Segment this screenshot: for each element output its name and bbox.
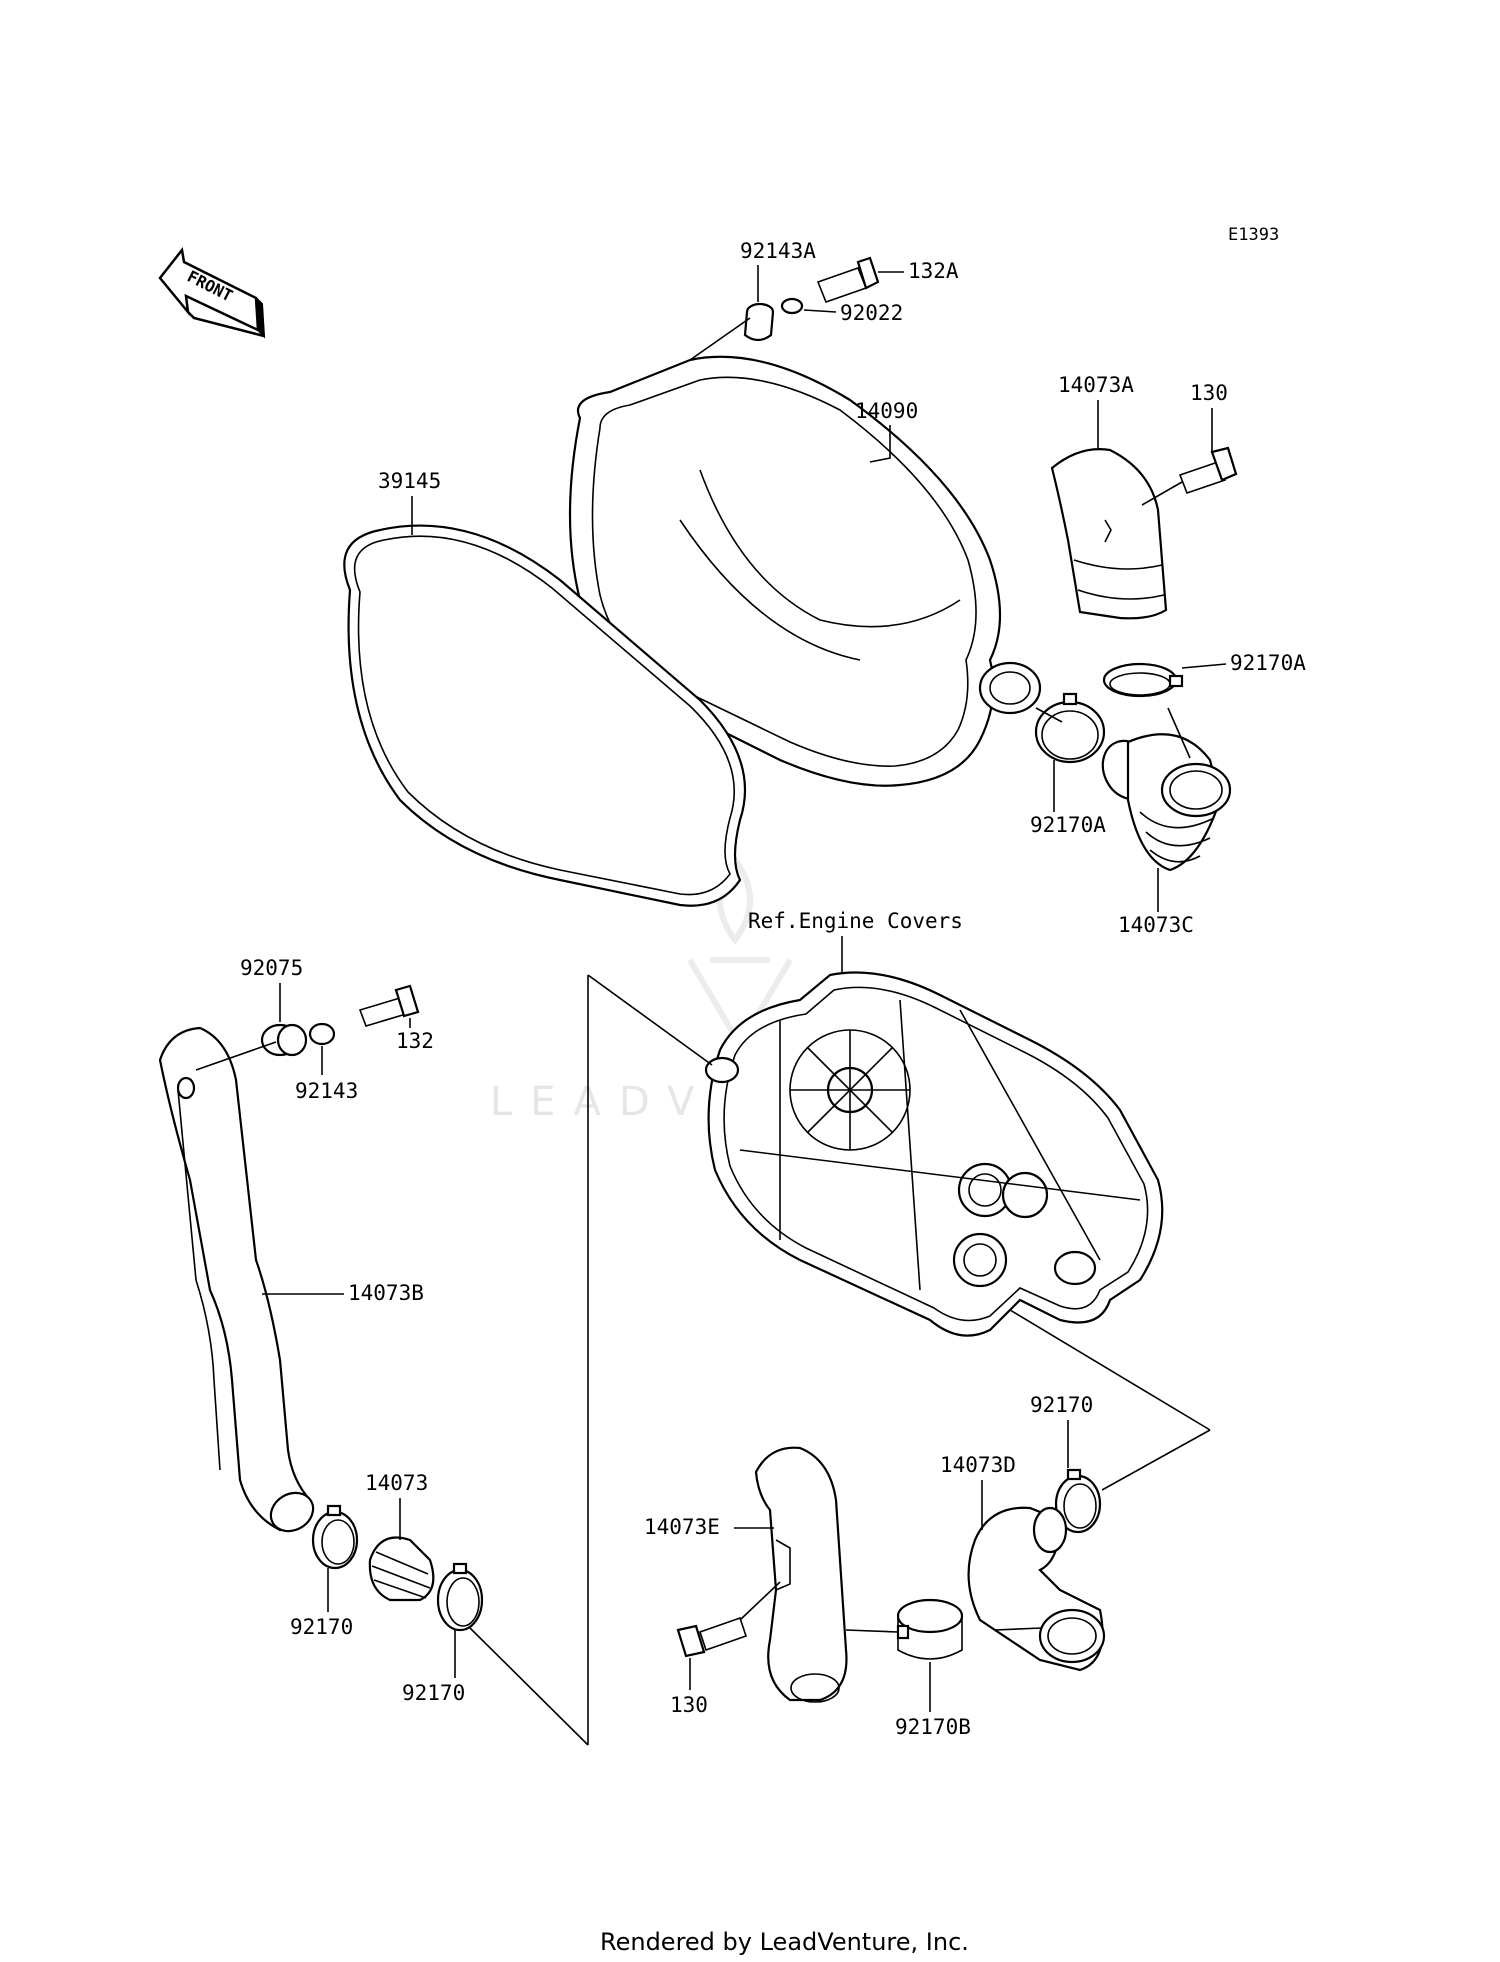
engine-cover <box>704 971 1164 1337</box>
clamp-92170A-left <box>1034 692 1106 764</box>
callout-92170B: 92170B <box>895 1715 971 1739</box>
callout-92170A-right: 92170A <box>1230 651 1306 675</box>
callout-14073C: 14073C <box>1118 913 1194 937</box>
callout-92075: 92075 <box>240 956 303 980</box>
bolt-130-top <box>1178 446 1238 495</box>
callout-92170-b: 92170 <box>402 1681 465 1705</box>
callout-132A: 132A <box>908 259 959 283</box>
diagram-code: E1393 <box>1228 225 1279 245</box>
callout-14090: 14090 <box>855 399 918 423</box>
clamp-92170-a <box>311 1504 359 1570</box>
callout-130-top: 130 <box>1190 381 1228 405</box>
callout-92022: 92022 <box>840 301 903 325</box>
duct-14073E <box>754 1446 848 1703</box>
washer-92143 <box>308 1022 336 1046</box>
callout-132: 132 <box>396 1029 434 1053</box>
callout-14073: 14073 <box>365 1471 428 1495</box>
coupler-14073 <box>368 1536 435 1602</box>
clamp-92170-c <box>1054 1468 1102 1534</box>
callout-14073D: 14073D <box>940 1453 1016 1477</box>
bolt-132A <box>816 256 880 304</box>
front-arrow-icon: FRONT <box>158 247 266 339</box>
reference-note: Ref.Engine Covers <box>748 909 963 933</box>
collar-92143A <box>743 302 775 342</box>
boot-14073C <box>1101 733 1232 872</box>
bolt-130-bottom <box>676 1616 748 1658</box>
clamp-92170-b <box>436 1562 484 1632</box>
callout-92170A-left: 92170A <box>1030 813 1106 837</box>
callout-14073E: 14073E <box>644 1515 720 1539</box>
duct-14073B <box>158 1026 315 1533</box>
clamp-92170A-right <box>1102 662 1184 698</box>
callout-39145: 39145 <box>378 469 441 493</box>
callout-92170-c: 92170 <box>1030 1393 1093 1417</box>
gasket-39145 <box>343 524 747 907</box>
bolt-132 <box>358 984 420 1027</box>
footer-credit: Rendered by LeadVenture, Inc. <box>600 1928 969 1956</box>
clamp-92170B <box>896 1598 964 1660</box>
callout-130-bottom: 130 <box>670 1693 708 1717</box>
grommet-92075 <box>260 1023 308 1057</box>
callout-92143: 92143 <box>295 1079 358 1103</box>
callout-14073A: 14073A <box>1058 373 1134 397</box>
callout-92143A: 92143A <box>740 239 816 263</box>
callout-14073B: 14073B <box>348 1281 424 1305</box>
duct-14073A <box>1050 448 1168 620</box>
callout-92170-a: 92170 <box>290 1615 353 1639</box>
washer-92022 <box>780 297 804 315</box>
